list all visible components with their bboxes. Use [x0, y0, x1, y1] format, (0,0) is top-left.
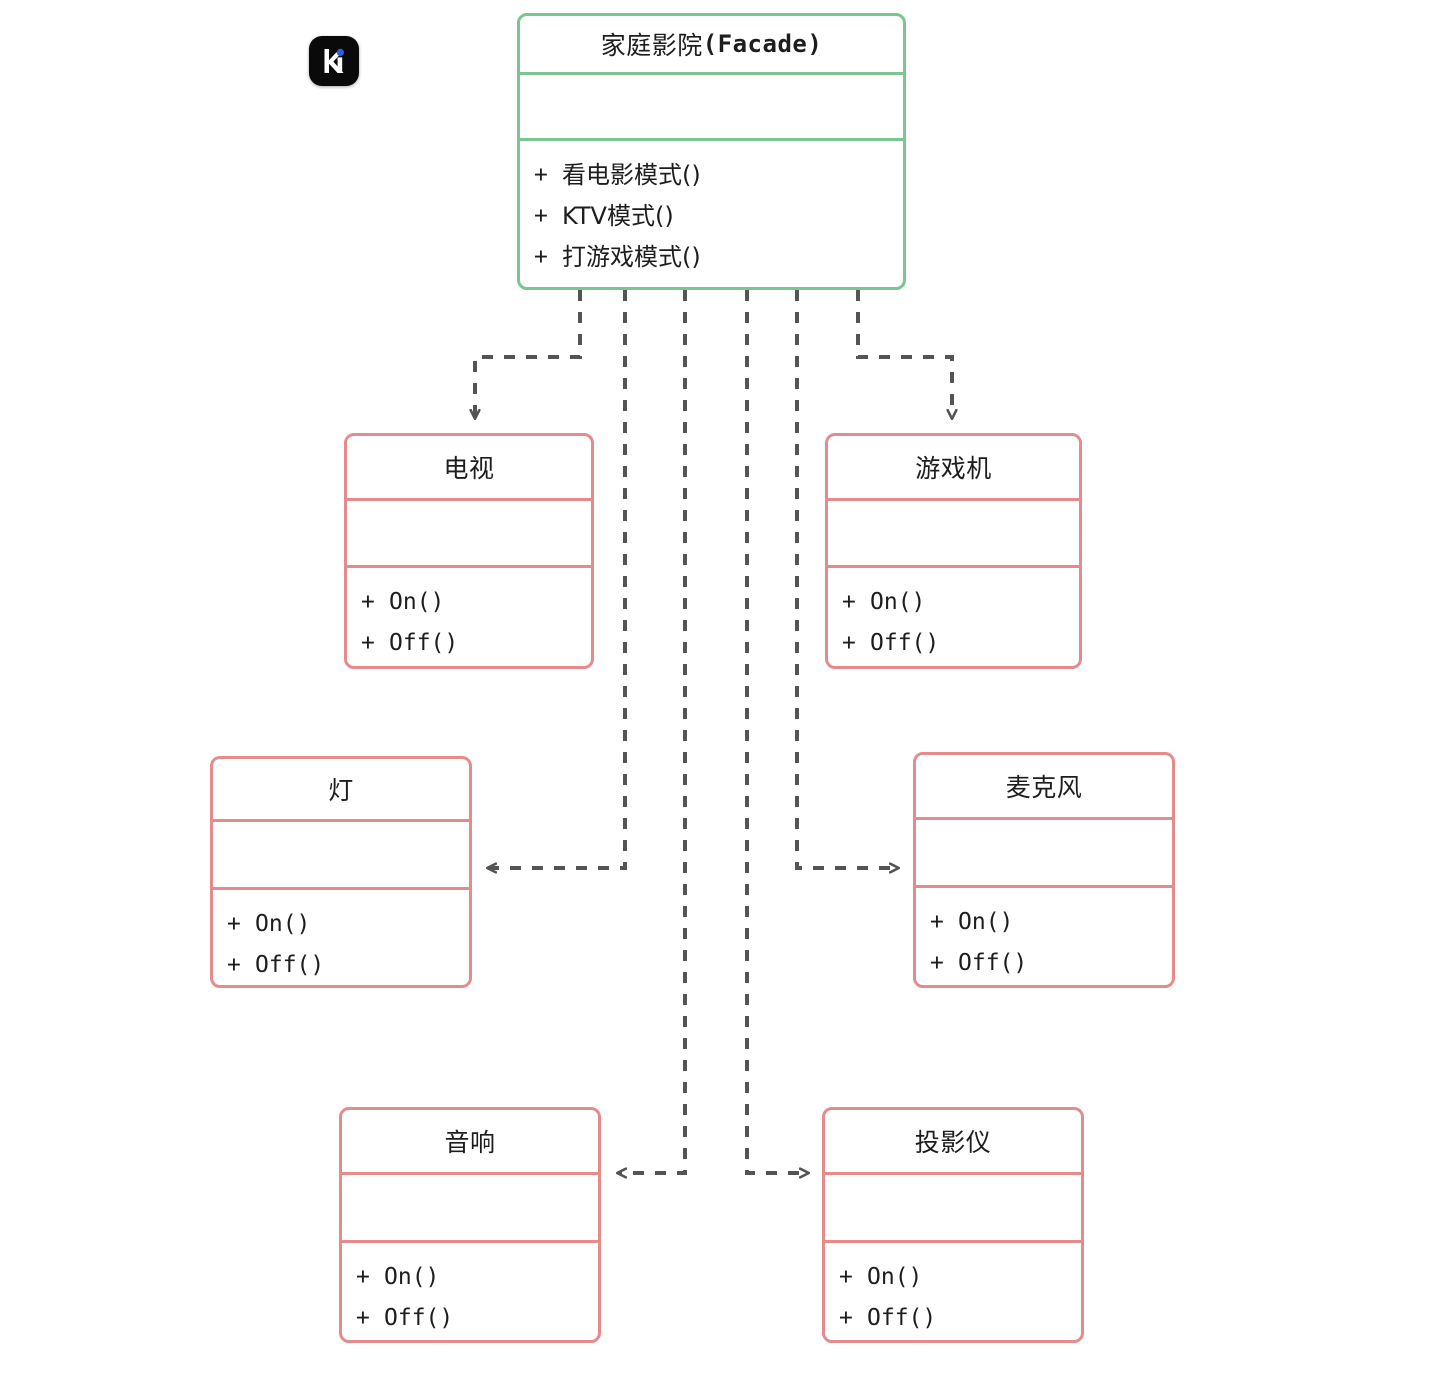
- method-row: + 看电影模式(): [520, 155, 903, 196]
- class-title-facade-cjk: 家庭影院: [600, 31, 703, 60]
- method-row: + On(): [342, 1257, 598, 1298]
- method-name: Off(): [870, 630, 940, 656]
- class-attributes-projector: [825, 1172, 1081, 1240]
- method-name: On(): [384, 1264, 440, 1290]
- method-visibility: +: [842, 589, 856, 615]
- method-name: On(): [389, 589, 445, 615]
- method-visibility: +: [534, 203, 548, 229]
- class-attributes-speaker: [342, 1172, 598, 1240]
- method-visibility: +: [361, 589, 375, 615]
- method-row: + On(): [347, 582, 591, 623]
- method-row: + On(): [828, 582, 1079, 623]
- class-title-console: 游戏机: [915, 454, 992, 483]
- method-name: Off(): [255, 952, 325, 978]
- method-name: 打游戏模式(): [562, 243, 701, 271]
- class-attributes-facade: [520, 72, 903, 138]
- edge-facade-projector: [745, 290, 808, 1173]
- class-title-projector: 投影仪: [914, 1128, 992, 1157]
- class-title-light: 灯: [328, 776, 354, 805]
- method-visibility: +: [839, 1264, 853, 1290]
- class-box-facade[interactable]: 家庭影院(Facade) + 看电影模式() + KTV模式() + 打游戏模式…: [517, 13, 906, 290]
- class-box-light[interactable]: 灯 + On() + Off(): [210, 756, 472, 988]
- method-name: Off(): [867, 1305, 937, 1331]
- method-row: + On(): [825, 1257, 1081, 1298]
- class-methods-speaker: + On() + Off(): [342, 1240, 598, 1340]
- method-visibility: +: [930, 950, 944, 976]
- class-attributes-console: [828, 498, 1079, 565]
- method-row: + On(): [213, 904, 469, 945]
- method-row: + Off(): [347, 623, 591, 664]
- method-visibility: +: [534, 162, 548, 188]
- method-name: Off(): [958, 950, 1028, 976]
- method-row: + 打游戏模式(): [520, 237, 903, 278]
- method-row: + Off(): [342, 1298, 598, 1339]
- method-row: + KTV模式(): [520, 196, 903, 237]
- edge-facade-console: [856, 290, 952, 418]
- method-row: + Off(): [213, 945, 469, 986]
- class-attributes-tv: [347, 498, 591, 565]
- edge-facade-tv: [475, 290, 582, 418]
- method-name: On(): [255, 911, 311, 937]
- class-methods-projector: + On() + Off(): [825, 1240, 1081, 1340]
- method-visibility: +: [842, 630, 856, 656]
- method-name: On(): [867, 1264, 923, 1290]
- k-app-logo-icon: [309, 36, 359, 86]
- method-name: Off(): [389, 630, 459, 656]
- method-row: + Off(): [916, 943, 1172, 984]
- method-name: On(): [870, 589, 926, 615]
- method-name: 看电影模式(): [562, 161, 701, 189]
- class-title-microphone: 麦克风: [1005, 773, 1083, 802]
- class-box-speaker[interactable]: 音响 + On() + Off(): [339, 1107, 601, 1343]
- method-row: + Off(): [825, 1298, 1081, 1339]
- class-box-microphone[interactable]: 麦克风 + On() + Off(): [913, 752, 1175, 988]
- class-methods-facade: + 看电影模式() + KTV模式() + 打游戏模式(): [520, 138, 903, 287]
- class-methods-microphone: + On() + Off(): [916, 885, 1172, 985]
- method-name: KTV模式(): [562, 202, 674, 230]
- class-title-facade-mono: (Facade): [702, 30, 823, 58]
- method-visibility: +: [227, 911, 241, 937]
- edge-facade-speaker: [618, 290, 687, 1173]
- class-attributes-microphone: [916, 817, 1172, 885]
- class-box-tv[interactable]: 电视 + On() + Off(): [344, 433, 594, 669]
- method-visibility: +: [930, 909, 944, 935]
- class-box-console[interactable]: 游戏机 + On() + Off(): [825, 433, 1082, 669]
- method-name: On(): [958, 909, 1014, 935]
- method-visibility: +: [356, 1264, 370, 1290]
- method-row: + Off(): [828, 623, 1079, 664]
- method-visibility: +: [361, 630, 375, 656]
- method-visibility: +: [534, 244, 548, 270]
- class-attributes-light: [213, 819, 469, 887]
- class-title-facade: 家庭影院(Facade): [520, 16, 903, 72]
- class-methods-console: + On() + Off(): [828, 565, 1079, 666]
- method-name: Off(): [384, 1305, 454, 1331]
- class-methods-light: + On() + Off(): [213, 887, 469, 985]
- class-box-projector[interactable]: 投影仪 + On() + Off(): [822, 1107, 1084, 1343]
- class-title-speaker: 音响: [444, 1128, 496, 1157]
- method-visibility: +: [356, 1305, 370, 1331]
- method-visibility: +: [839, 1305, 853, 1331]
- class-title-tv: 电视: [443, 454, 495, 483]
- class-methods-tv: + On() + Off(): [347, 565, 591, 666]
- method-row: + On(): [916, 902, 1172, 943]
- method-visibility: +: [227, 952, 241, 978]
